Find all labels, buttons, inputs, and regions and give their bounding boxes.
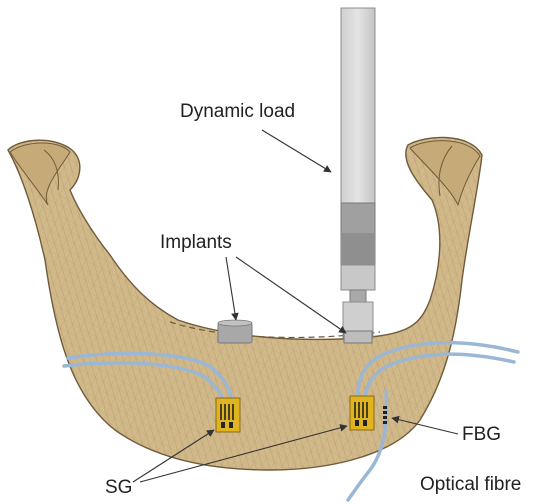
- strain-gauge-right: [350, 396, 374, 430]
- implant-left: [218, 320, 252, 343]
- label-fbg: FBG: [462, 424, 501, 446]
- label-sg: SG: [105, 477, 132, 499]
- strain-gauge-left: [216, 398, 240, 432]
- mandible: [8, 137, 482, 470]
- label-implants: Implants: [160, 232, 232, 254]
- label-optical-fibre: Optical fibre: [420, 474, 521, 496]
- dynamic-load-rod: [341, 8, 375, 338]
- implant-right: [344, 331, 372, 343]
- label-dynamic-load: Dynamic load: [180, 101, 295, 123]
